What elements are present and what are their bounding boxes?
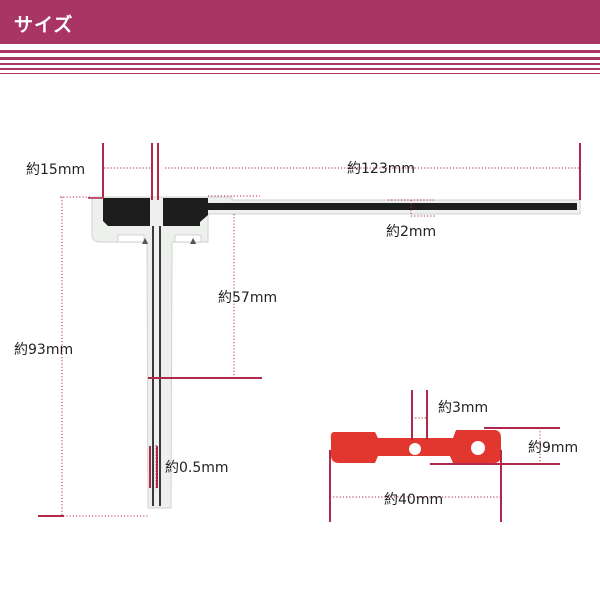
tab-hole	[409, 443, 421, 455]
header-stripe	[0, 57, 600, 60]
antenna-wire	[159, 226, 161, 506]
antenna-element-block	[103, 198, 150, 226]
tab-dimensions	[329, 390, 560, 522]
dimension-label-strip-width: 約2mm	[386, 224, 436, 240]
dimension-label-length: 約123mm	[347, 161, 415, 177]
antenna-marker	[174, 234, 202, 243]
dimension-label-wire-width: 約0.5mm	[165, 460, 229, 476]
adhesive-tab	[330, 430, 501, 463]
header-stripe	[0, 50, 600, 53]
film-antenna: ▲ ▲	[91, 196, 581, 509]
dimension-label-width: 約15mm	[26, 162, 85, 178]
dimension-label-leg-length: 約57mm	[218, 290, 277, 306]
header-stripe	[0, 63, 600, 65]
antenna-dimension-ticks	[38, 143, 581, 517]
header-bar: サイズ	[0, 0, 600, 44]
dimension-label-hole: 約3mm	[438, 400, 488, 416]
page-title: サイズ	[14, 14, 74, 36]
antenna-element-block	[163, 198, 208, 226]
tab-hole	[471, 441, 485, 455]
dimension-label-tab-length: 約40mm	[384, 492, 443, 508]
antenna-mark: ▲	[190, 236, 197, 245]
dimension-label-height: 約93mm	[14, 342, 73, 358]
header-stripe	[0, 68, 600, 70]
antenna-mark: ▲	[142, 236, 149, 245]
antenna-element-connector	[205, 203, 235, 210]
antenna-marker	[117, 234, 145, 243]
header-stripe	[0, 73, 600, 74]
dimension-label-tab-height: 約9mm	[528, 440, 578, 456]
antenna-element-strip	[232, 203, 577, 210]
antenna-wire	[152, 226, 154, 506]
